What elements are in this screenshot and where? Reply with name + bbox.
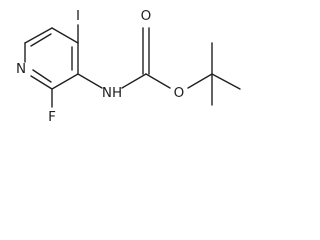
- atom-label-carbonyl-oxygen: O: [141, 8, 152, 24]
- bond-quaternary-methyl-right: [211, 73, 241, 90]
- atom-label-iodine: I: [76, 8, 80, 24]
- bond-carbonyl-ester-o: [145, 73, 171, 89]
- atom-label-fluorine: F: [48, 109, 56, 125]
- tert-butyl-group: [211, 42, 241, 106]
- pyridine-ring: [24, 27, 79, 90]
- bond-c5-c6: [24, 27, 53, 44]
- bond-n1-c2: [30, 75, 53, 90]
- bond-n1-c2-inner: [32, 69, 52, 83]
- bond-ester-o-quaternary: [187, 73, 213, 89]
- bond-c2-c3: [51, 73, 79, 90]
- atom-label-ester-oxygen: O: [174, 85, 185, 101]
- bond-c3-nh: [77, 73, 103, 89]
- bond-c4-c5: [51, 27, 79, 44]
- carbamate-group: [121, 27, 213, 89]
- bond-nh-carbonyl: [121, 73, 147, 89]
- chemical-structure: I N F NH O O: [16, 8, 241, 125]
- bond-c5-c6-inner: [30, 33, 52, 47]
- atom-label-ring-nitrogen: N: [16, 61, 26, 77]
- atom-label-amide-nitrogen: NH: [102, 85, 122, 101]
